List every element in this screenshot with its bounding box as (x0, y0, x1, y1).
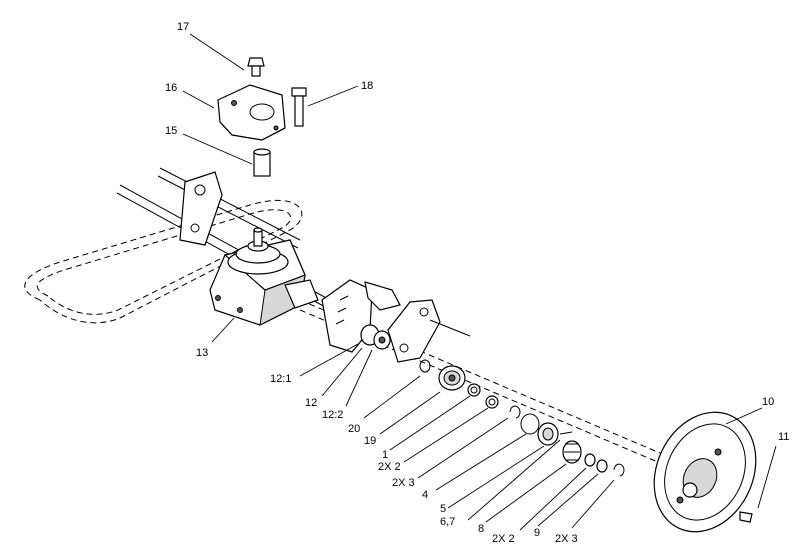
callout-11: 11 (778, 431, 789, 443)
bolt-11 (739, 511, 753, 523)
callout-16: 16 (165, 82, 177, 94)
callout-5: 5 (440, 503, 446, 515)
callout-12-1: 12:1 (270, 373, 291, 385)
callout-2x3-a: 2X 3 (392, 477, 415, 489)
callout-17: 17 (177, 21, 189, 33)
shaft-bracket (179, 171, 223, 246)
clip-3a (509, 405, 521, 419)
bolt-18 (291, 87, 307, 127)
callout-20: 20 (348, 423, 360, 435)
callout-8: 8 (478, 523, 484, 535)
gear-5 (537, 422, 559, 446)
gear-8 (562, 440, 582, 464)
callout-2x3-b: 2X 3 (555, 533, 578, 545)
spacer-15 (253, 148, 271, 177)
ring-20 (419, 359, 431, 373)
washer-2a (485, 395, 499, 409)
shift-plate (321, 279, 401, 353)
callout-18: 18 (361, 80, 373, 92)
callout-12: 12 (305, 397, 317, 409)
transmission-gearbox (209, 227, 319, 326)
callout-13: 13 (196, 347, 208, 359)
callout-labels: 17 16 18 15 13 12:1 12 12:2 20 19 1 2X 2… (165, 21, 789, 545)
clip-3b (613, 463, 625, 477)
callout-19: 19 (364, 435, 376, 447)
bolt-17 (247, 57, 265, 77)
wheel-pulley-10 (653, 411, 757, 533)
leader-lines (182, 33, 777, 531)
bail-loop (24, 199, 303, 324)
coupler-12 (360, 324, 391, 350)
callout-1: 1 (382, 449, 388, 461)
callout-12-2: 12:2 (322, 409, 343, 421)
ring-4 (520, 413, 540, 435)
callout-10: 10 (762, 396, 774, 408)
callout-6-7: 6,7 (440, 516, 455, 528)
callout-15: 15 (165, 125, 177, 137)
washer-9 (596, 459, 608, 473)
callout-9: 9 (534, 527, 540, 539)
pin-6-7 (559, 431, 573, 435)
bearing-19 (438, 365, 466, 391)
side-bracket (387, 299, 471, 363)
cover-plate (217, 84, 286, 141)
callout-2x2-a: 2X 2 (378, 461, 401, 473)
callout-4: 4 (422, 489, 428, 501)
washer-1 (467, 383, 481, 397)
callout-2x2-b: 2X 2 (492, 533, 515, 545)
washer-2b (584, 453, 596, 467)
